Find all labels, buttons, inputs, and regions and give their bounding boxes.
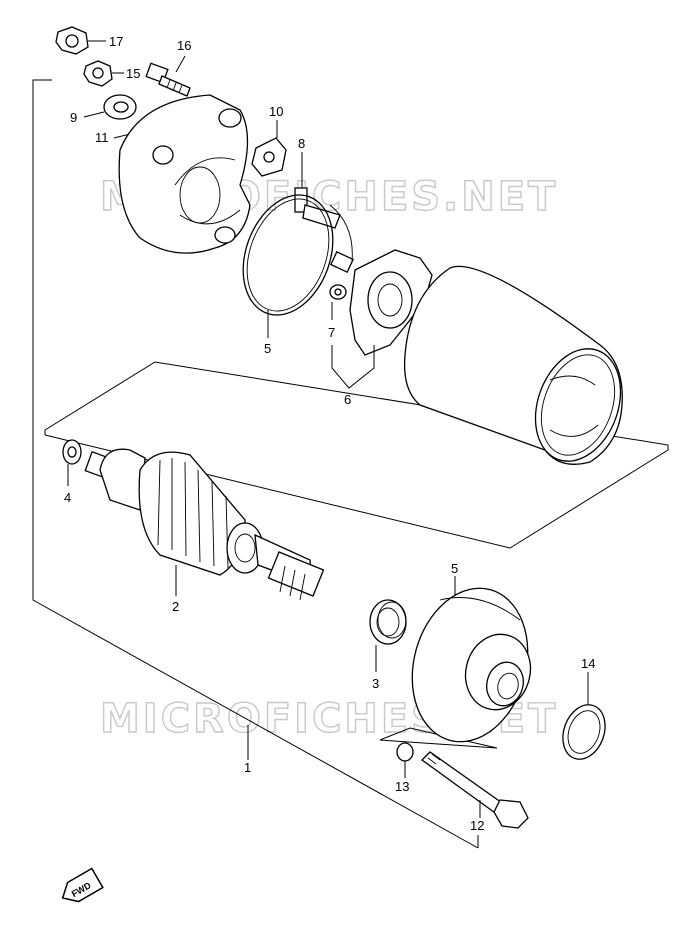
callout-9: 9 — [70, 110, 77, 125]
callout-10: 10 — [269, 104, 283, 119]
callout-4: 4 — [64, 490, 71, 505]
callout-5-lower: 5 — [451, 561, 458, 576]
oil-seal-3 — [369, 599, 407, 672]
armature-2 — [84, 448, 325, 601]
callout-3: 3 — [372, 676, 379, 691]
washer-4 — [62, 439, 82, 486]
callout-8: 8 — [298, 136, 305, 151]
seal-9 — [83, 94, 137, 120]
oring-13 — [396, 742, 414, 778]
callout-15: 15 — [126, 66, 140, 81]
yoke-cylinder — [403, 265, 623, 465]
oring-14 — [562, 672, 606, 760]
callout-14: 14 — [581, 656, 595, 671]
callout-11: 11 — [95, 130, 109, 145]
fwd-arrow-icon: FWD — [61, 867, 104, 903]
callout-2: 2 — [172, 599, 179, 614]
callout-1: 1 — [244, 760, 251, 775]
plate-10 — [251, 120, 287, 177]
oring-5-upper — [242, 194, 334, 338]
nut-15 — [83, 60, 124, 87]
callout-7: 7 — [328, 325, 335, 340]
callout-6: 6 — [344, 392, 351, 407]
callout-17: 17 — [109, 34, 123, 49]
callout-13: 13 — [395, 779, 409, 794]
bolt-16 — [145, 55, 191, 97]
brush-7 — [329, 284, 347, 320]
rear-housing — [118, 94, 251, 254]
callout-16: 16 — [177, 38, 191, 53]
long-bolt-12 — [421, 751, 529, 829]
callout-12: 12 — [470, 818, 484, 833]
brush-holder-6 — [329, 204, 433, 389]
nut-17 — [55, 26, 106, 55]
callout-5-upper: 5 — [264, 341, 271, 356]
front-cover-5 — [411, 576, 532, 743]
